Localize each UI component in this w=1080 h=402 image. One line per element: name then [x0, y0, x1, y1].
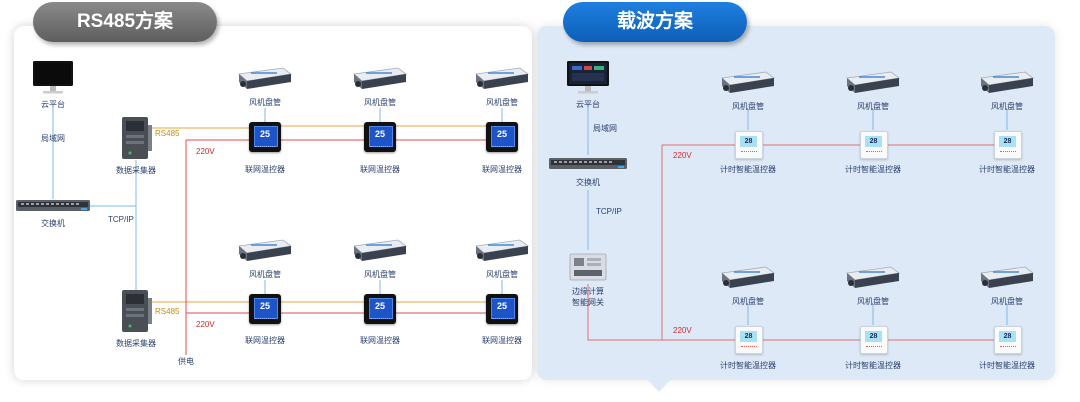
fan-label: 风机盘管: [857, 297, 889, 306]
timer-thermostat: 28: [994, 326, 1022, 354]
switch-label-right: 交换机: [576, 178, 600, 187]
controller-label: 计时智能温控器: [845, 361, 901, 370]
thermostat-temp: 25: [259, 301, 270, 311]
timer-thermostat: 28: [994, 131, 1022, 159]
fan-coil-icon: [721, 266, 775, 288]
fan-label: 风机盘管: [486, 270, 518, 279]
thermostat-temp: 28: [1003, 138, 1012, 145]
controller-label: 计时智能温控器: [720, 361, 776, 370]
tab-carrier[interactable]: 载波方案: [563, 2, 747, 42]
thermostat-temp: 28: [869, 138, 878, 145]
voltage-label-bottom: 220V: [196, 320, 215, 329]
thermostat-temp: 28: [869, 333, 878, 340]
switch-icon: [16, 200, 90, 211]
fan-label: 风机盘管: [857, 102, 889, 111]
collector-icon: [122, 117, 152, 159]
controller-label: 联网温控器: [245, 336, 285, 345]
network-thermostat: 25: [364, 294, 396, 324]
fan-label: 风机盘管: [732, 297, 764, 306]
voltage-label-bottom-right: 220V: [673, 326, 692, 335]
fan-label: 风机盘管: [364, 98, 396, 107]
rs485-label-top: RS485: [155, 129, 180, 138]
rs485-bus-top: [150, 125, 500, 129]
fan-coil-icon: [238, 67, 292, 89]
controller-label: 计时智能温控器: [720, 165, 776, 174]
controller-label: 计时智能温控器: [979, 165, 1035, 174]
thermostat-temp: 25: [259, 129, 270, 139]
controller-label: 计时智能温控器: [845, 165, 901, 174]
lan-label-right: 局域网: [593, 124, 617, 133]
timer-thermostat: 28: [860, 326, 888, 354]
fan-label: 风机盘管: [991, 102, 1023, 111]
fan-coil-icon: [353, 239, 407, 261]
fan-label: 风机盘管: [732, 102, 764, 111]
thermostat-temp: 25: [374, 301, 385, 311]
network-thermostat: 25: [486, 122, 518, 152]
rs485-label-bottom: RS485: [155, 307, 180, 316]
collector-label-top: 数据采集器: [116, 166, 156, 175]
voltage-label-top: 220V: [196, 147, 215, 156]
monitor-icon: [33, 61, 73, 94]
collector-icon: [122, 290, 152, 332]
lan-label-left: 局域网: [41, 134, 65, 143]
fan-label: 风机盘管: [249, 98, 281, 107]
controller-label: 联网温控器: [245, 165, 285, 174]
carrier-panel: [537, 26, 1055, 380]
controller-label: 联网温控器: [482, 336, 522, 345]
network-thermostat: 25: [486, 294, 518, 324]
collector-label-bottom: 数据采集器: [116, 339, 156, 348]
fan-coil-icon: [721, 71, 775, 93]
fan-label: 风机盘管: [486, 98, 518, 107]
gateway-label-line1: 边缘计算: [572, 287, 604, 296]
thermostat-temp: 28: [1003, 333, 1012, 340]
tcpip-label-right: TCP/IP: [596, 207, 622, 216]
cloud-label-right: 云平台: [576, 100, 600, 109]
timer-thermostat: 28: [860, 131, 888, 159]
thermostat-temp: 28: [744, 138, 753, 145]
fan-coil-icon: [980, 266, 1034, 288]
fan-coil-icon: [475, 239, 529, 261]
cloud-label-left: 云平台: [41, 100, 65, 109]
monitor-icon: [567, 61, 609, 94]
thermostat-temp: 25: [496, 301, 507, 311]
controller-label: 联网温控器: [360, 336, 400, 345]
network-thermostat: 25: [364, 122, 396, 152]
switch-label-left: 交换机: [41, 219, 65, 228]
controller-label: 联网温控器: [360, 165, 400, 174]
fan-coil-icon: [475, 67, 529, 89]
voltage-label-top-right: 220V: [673, 151, 692, 160]
timer-thermostat: 28: [735, 326, 763, 354]
carrier-line-gateway: [587, 284, 662, 341]
fan-label: 风机盘管: [249, 270, 281, 279]
fan-coil-icon: [353, 67, 407, 89]
network-thermostat: 25: [249, 294, 281, 324]
controller-label: 联网温控器: [482, 165, 522, 174]
switch-icon: [549, 158, 627, 169]
fan-coil-icon: [846, 266, 900, 288]
tcpip-label-left: TCP/IP: [108, 215, 134, 224]
fan-coil-icon: [980, 71, 1034, 93]
fan-label: 风机盘管: [364, 270, 396, 279]
panel-pointer: [648, 380, 670, 392]
gateway-label-line2: 智能网关: [572, 298, 604, 307]
thermostat-temp: 28: [744, 333, 753, 340]
thermostat-temp: 25: [374, 129, 385, 139]
timer-thermostat: 28: [735, 131, 763, 159]
fan-coil-icon: [846, 71, 900, 93]
fan-coil-icon: [238, 239, 292, 261]
fan-label: 风机盘管: [991, 297, 1023, 306]
gateway-icon: [569, 253, 607, 281]
power-label: 供电: [178, 357, 194, 366]
thermostat-temp: 25: [496, 129, 507, 139]
network-thermostat: 25: [249, 122, 281, 152]
tab-rs485[interactable]: RS485方案: [33, 2, 217, 42]
controller-label: 计时智能温控器: [979, 361, 1035, 370]
